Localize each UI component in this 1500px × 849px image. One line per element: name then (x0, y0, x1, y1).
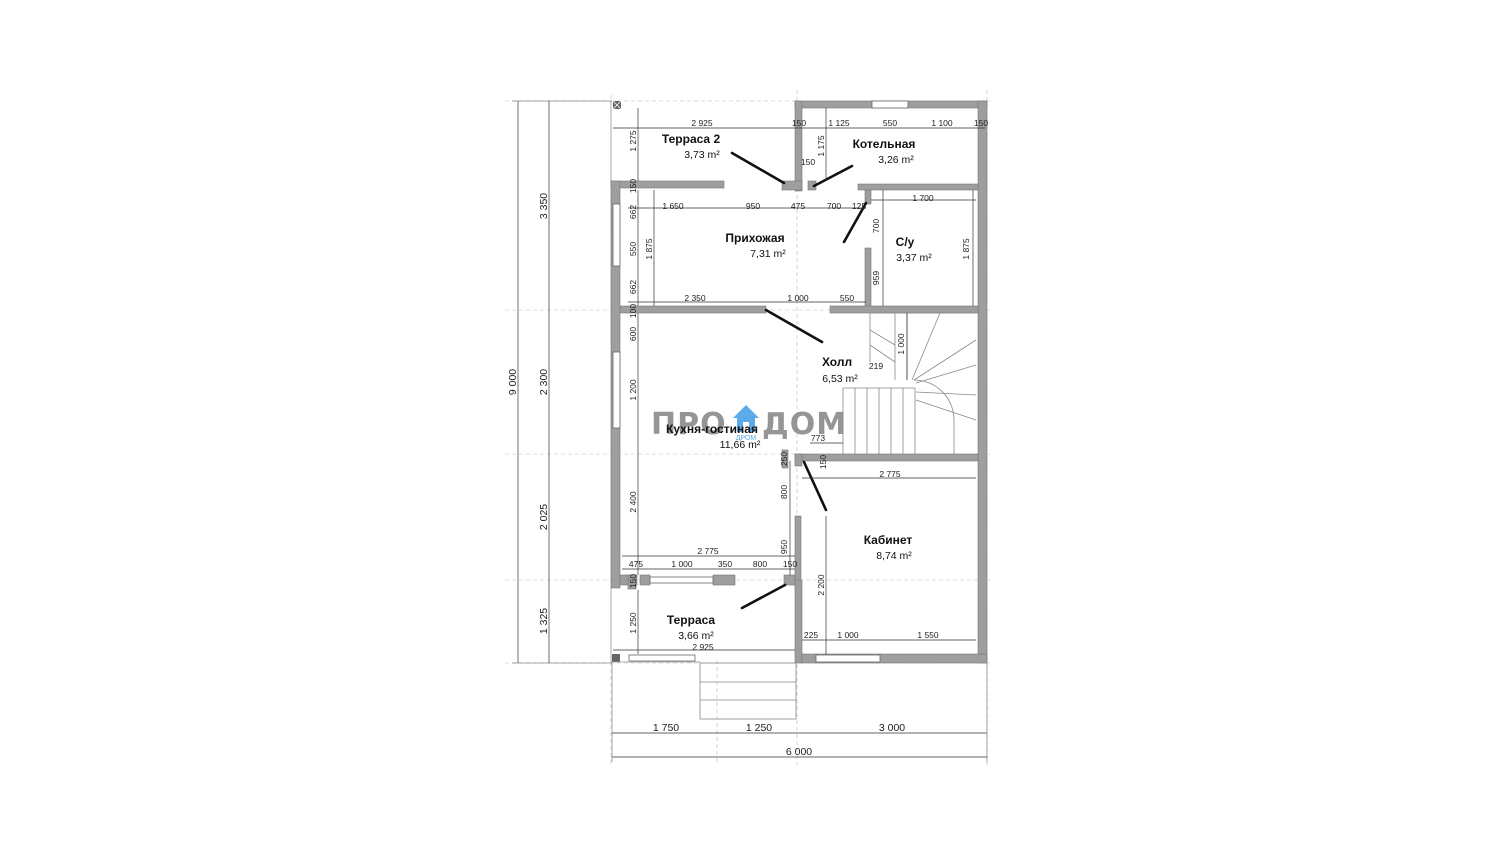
dim-text: 1 250 (628, 612, 638, 634)
dim-text: 1 275 (628, 130, 638, 152)
dim-text: 550 (883, 118, 897, 128)
dim-text: 3 350 (538, 193, 550, 219)
dim-text: 1 750 (653, 722, 679, 734)
dim-text: 550 (840, 293, 854, 303)
dim-text: 1 000 (837, 630, 859, 640)
dim-text: 1 875 (961, 238, 971, 260)
dim-text: 125 (852, 201, 866, 211)
room-area-hall: 6,53 m² (822, 373, 858, 385)
dim-text: 2 025 (538, 504, 550, 530)
dim-text: 2 775 (879, 469, 901, 479)
dim-text: 2 925 (692, 642, 714, 652)
dim-text: 150 (792, 118, 806, 128)
dim-text: 150 (628, 574, 638, 588)
room-labels: Терраса 2 3,73 m² Котельная 3,26 m² Прих… (662, 132, 932, 642)
dim-text: 3 000 (879, 722, 905, 734)
dim-text: 1 700 (912, 193, 934, 203)
room-area-office: 8,74 m² (876, 550, 912, 562)
room-name-hall: Холл (822, 355, 852, 369)
dim-text: 1 125 (828, 118, 850, 128)
windows (612, 100, 909, 663)
dim-text: 1 000 (896, 333, 906, 355)
inner-dimension-texts: 2 925 150 1 125 550 1 100 150 1 275 1 17… (628, 118, 988, 652)
room-name-kitchen: Кухня-гостиная (666, 422, 758, 436)
dim-text: 1 650 (662, 201, 684, 211)
house-icon (733, 405, 759, 432)
dim-text: 773 (811, 433, 825, 443)
room-area-wc: 3,37 m² (896, 252, 932, 264)
dim-text: 2 200 (816, 574, 826, 596)
dim-text: 1 000 (671, 559, 693, 569)
room-name-terrace: Терраса (667, 613, 716, 627)
dim-text: 150 (818, 455, 828, 469)
outer-dimension-texts: 9 000 3 350 2 300 2 025 1 325 1 750 1 25… (507, 193, 905, 758)
room-area-terrace: 3,66 m² (678, 630, 714, 642)
dim-text: 2 350 (684, 293, 706, 303)
dim-text: 2 775 (697, 546, 719, 556)
dim-text: 219 (869, 361, 883, 371)
dim-text: 1 100 (931, 118, 953, 128)
inner-dimension-lines (613, 108, 985, 654)
dim-text: 1 325 (538, 608, 550, 634)
doors (730, 151, 868, 610)
dim-text: 600 (628, 327, 638, 341)
dim-text: 950 (779, 540, 789, 554)
dim-text: 1 200 (628, 379, 638, 401)
dim-text: 1 175 (816, 135, 826, 157)
dim-total-width: 6 000 (786, 746, 812, 758)
logo-small-text: ДРОМ (736, 435, 757, 442)
logo-text-left: ПРО (651, 407, 727, 442)
dim-text: 2 400 (628, 491, 638, 513)
dim-text: 150 (628, 179, 638, 193)
room-name-hallway: Прихожая (725, 231, 784, 245)
dim-text: 662 (628, 280, 638, 294)
room-name-wc: С/у (896, 235, 915, 249)
dim-text: 800 (753, 559, 767, 569)
dim-text: 150 (974, 118, 988, 128)
dim-text: 475 (629, 559, 643, 569)
dim-text: 100 (628, 304, 638, 318)
dim-text: 225 (804, 630, 818, 640)
room-name-boiler: Котельная (853, 137, 916, 151)
dim-text: 950 (746, 201, 760, 211)
dim-text: 700 (871, 219, 881, 233)
outer-dimension-lines (512, 100, 988, 762)
dim-text: 700 (827, 201, 841, 211)
room-area-hallway: 7,31 m² (750, 248, 786, 260)
dim-text: 150 (783, 559, 797, 569)
dim-text: 2 300 (538, 369, 550, 395)
dim-text: 150 (801, 157, 815, 167)
dim-text: 1 000 (787, 293, 809, 303)
dim-text: 550 (628, 242, 638, 256)
room-area-terrace2: 3,73 m² (684, 149, 720, 161)
room-area-kitchen: 11,66 m² (720, 439, 761, 451)
dim-text: 350 (718, 559, 732, 569)
dim-text: 800 (779, 485, 789, 499)
dim-text: 959 (871, 271, 881, 285)
room-area-boiler: 3,26 m² (878, 154, 914, 166)
room-name-terrace2: Терраса 2 (662, 132, 721, 146)
logo-text-right: ДОМ (762, 407, 847, 442)
dim-text: 1 550 (917, 630, 939, 640)
watermark-logo: ПРО ДОМ ДРОМ (651, 405, 847, 442)
dim-text: 2 925 (691, 118, 713, 128)
dim-total-height: 9 000 (507, 369, 519, 395)
dim-text: 250 (779, 452, 789, 466)
dim-text: 1 250 (746, 722, 772, 734)
dim-text: 1 875 (644, 238, 654, 260)
dim-text: 475 (791, 201, 805, 211)
dim-text: 662 (628, 205, 638, 219)
room-name-office: Кабинет (864, 533, 913, 547)
